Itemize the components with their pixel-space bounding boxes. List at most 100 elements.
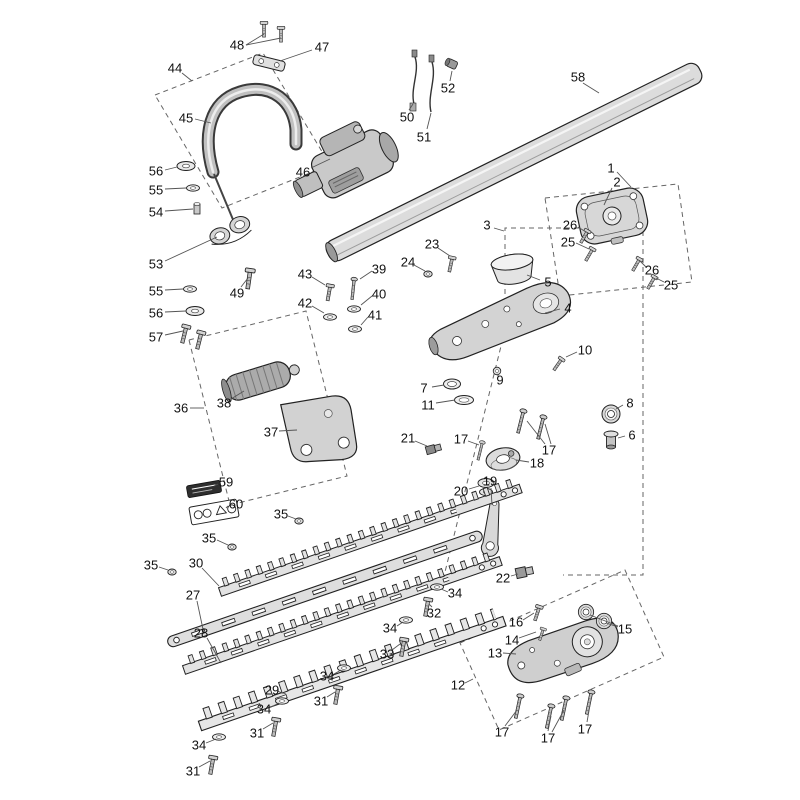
part-label-12: 12 <box>451 678 465 693</box>
gearcase-group <box>423 253 621 580</box>
part-label-28: 28 <box>194 626 208 641</box>
leader-line <box>547 715 552 732</box>
leader-line <box>213 483 219 487</box>
warning-decal-60 <box>188 498 240 526</box>
leader-line <box>164 310 187 313</box>
part-label-42: 42 <box>298 296 312 311</box>
part-label-14: 14 <box>505 633 519 648</box>
part-label-2: 2 <box>613 175 620 190</box>
part-label-56: 56 <box>149 306 163 321</box>
washer-41-icon <box>348 325 362 333</box>
handle-post <box>213 173 235 223</box>
part-label-50: 50 <box>400 110 414 125</box>
leader-line <box>164 288 184 291</box>
leader-line <box>582 82 600 94</box>
part-label-7: 7 <box>420 381 427 396</box>
leader-line <box>575 242 590 250</box>
part-label-55: 55 <box>149 183 163 198</box>
part-label-26: 26 <box>563 218 577 233</box>
leader-line <box>544 423 552 445</box>
part-label-34: 34 <box>257 702 271 717</box>
leader-line <box>311 276 326 286</box>
blade-drive-assembly-box <box>459 569 665 731</box>
bolt-16-icon <box>530 603 544 622</box>
part-label-21: 21 <box>401 431 415 446</box>
leader-line <box>245 33 265 46</box>
gear-case-4 <box>428 282 572 361</box>
leader-line <box>287 515 297 520</box>
drive-shaft-tube <box>325 62 703 263</box>
bracket-37 <box>280 395 358 463</box>
part-label-22: 22 <box>496 571 510 586</box>
part-label-23: 23 <box>425 237 439 252</box>
leader-line <box>225 505 229 509</box>
part-label-40: 40 <box>372 287 386 302</box>
part-label-26: 26 <box>645 263 659 278</box>
leader-line <box>360 316 369 326</box>
leader-line <box>270 702 280 708</box>
throttle-cables <box>409 49 458 113</box>
part-label-16: 16 <box>509 615 523 630</box>
part-label-17: 17 <box>495 725 509 740</box>
part-label-25: 25 <box>561 235 575 250</box>
part-label-34: 34 <box>192 738 206 753</box>
part-label-35: 35 <box>144 558 158 573</box>
leader-line <box>205 738 217 744</box>
screw-17-icon <box>474 439 486 462</box>
part-label-31: 31 <box>314 694 328 709</box>
washer-34-icon <box>399 616 413 624</box>
part-label-60: 60 <box>229 497 243 512</box>
washer-56-icon <box>176 161 196 171</box>
leader-line <box>196 600 205 635</box>
part-label-41: 41 <box>368 308 382 323</box>
leader-line <box>586 704 591 723</box>
bolt-57-icon <box>192 329 207 351</box>
part-label-6: 6 <box>628 428 635 443</box>
part-label-17: 17 <box>454 432 468 447</box>
part-label-31: 31 <box>250 726 264 741</box>
part-label-3: 3 <box>483 218 490 233</box>
leader-line <box>577 226 587 233</box>
drive-plate-13 <box>507 617 619 684</box>
leader-line <box>515 459 530 463</box>
leader-line <box>181 72 193 82</box>
screw-43-icon <box>323 283 335 302</box>
leader-line <box>467 440 480 446</box>
screw-10-icon <box>550 355 566 373</box>
washer-42-icon <box>323 313 337 321</box>
part-label-57: 57 <box>149 330 163 345</box>
upper-blade-30 <box>217 477 523 597</box>
nut-35-icon <box>167 568 177 576</box>
leader-line <box>396 621 404 627</box>
leader-line <box>440 588 449 593</box>
washer-34-icon <box>337 664 351 672</box>
part-label-11: 11 <box>421 398 435 413</box>
leader-line <box>413 264 426 272</box>
part-label-29: 29 <box>265 683 279 698</box>
leader-line <box>510 573 519 577</box>
bearing-8-icon <box>601 404 621 424</box>
part-label-34: 34 <box>448 586 462 601</box>
leader-line <box>201 567 220 587</box>
leader-line <box>359 270 373 280</box>
leader-line <box>616 171 632 188</box>
leader-line <box>426 112 432 130</box>
leader-line <box>164 166 178 171</box>
leader-line <box>414 440 428 447</box>
ring-7 <box>443 378 461 390</box>
loop-handle-assembly <box>201 20 303 223</box>
leader-line <box>435 399 456 404</box>
leader-line <box>468 485 480 490</box>
screw-26-icon <box>629 255 644 273</box>
gear-cover-assembly <box>575 187 659 291</box>
leader-line <box>158 566 169 571</box>
guide-bar-27 <box>167 530 483 648</box>
blade-set <box>167 477 523 732</box>
leader-line <box>206 637 222 664</box>
part-label-48: 48 <box>230 38 244 53</box>
leader-line <box>333 669 342 675</box>
leader-line <box>464 678 474 684</box>
cable-50-connector <box>409 102 417 112</box>
part-label-43: 43 <box>298 267 312 282</box>
